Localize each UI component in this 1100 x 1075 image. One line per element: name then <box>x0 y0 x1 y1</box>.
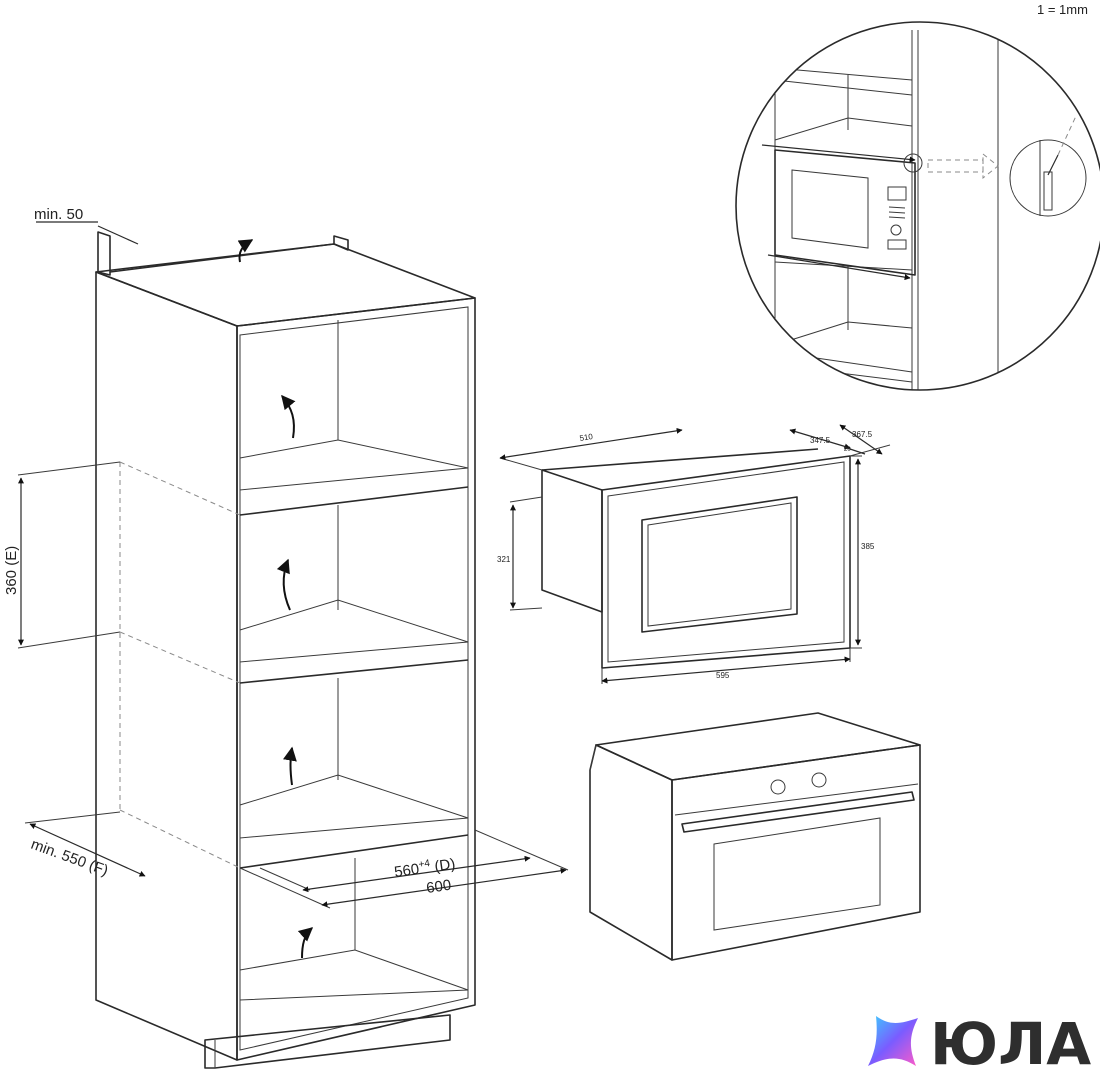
brand-logo: ЮЛА <box>868 1010 1091 1075</box>
dim-body-height: 321 <box>497 555 511 564</box>
oven-knob-left <box>770 779 786 795</box>
dim-frame: 20 <box>844 447 851 453</box>
scale-note: 1 = 1mm <box>1037 2 1088 17</box>
cabinet-dimensions: min. 50 360 (E) min. 550 (F) 560+4 (D) 6… <box>3 206 569 909</box>
microwave-dimensioned: 510 347.5 367.5 20 321 385 595 <box>497 424 891 684</box>
dim-outer-width: 600 <box>425 877 452 897</box>
dim-depth-b: 367.5 <box>852 430 873 439</box>
cabinet-drawing <box>95 231 476 1069</box>
dim-depth-total: 510 <box>579 432 594 443</box>
oven-handle <box>681 791 915 833</box>
installation-detail-inset <box>735 21 1100 391</box>
oven-iso-drawing <box>589 712 921 961</box>
brand-star-icon <box>868 1016 918 1066</box>
brand-name: ЮЛА <box>930 1010 1091 1075</box>
oven-knob-right <box>811 772 827 788</box>
dim-front-height: 385 <box>861 542 875 551</box>
dim-depth-a: 347.5 <box>810 436 831 445</box>
dim-cabinet-height: 360 (E) <box>3 546 20 595</box>
dim-front-width: 595 <box>716 671 730 680</box>
dim-top-gap: min. 50 <box>34 206 83 223</box>
